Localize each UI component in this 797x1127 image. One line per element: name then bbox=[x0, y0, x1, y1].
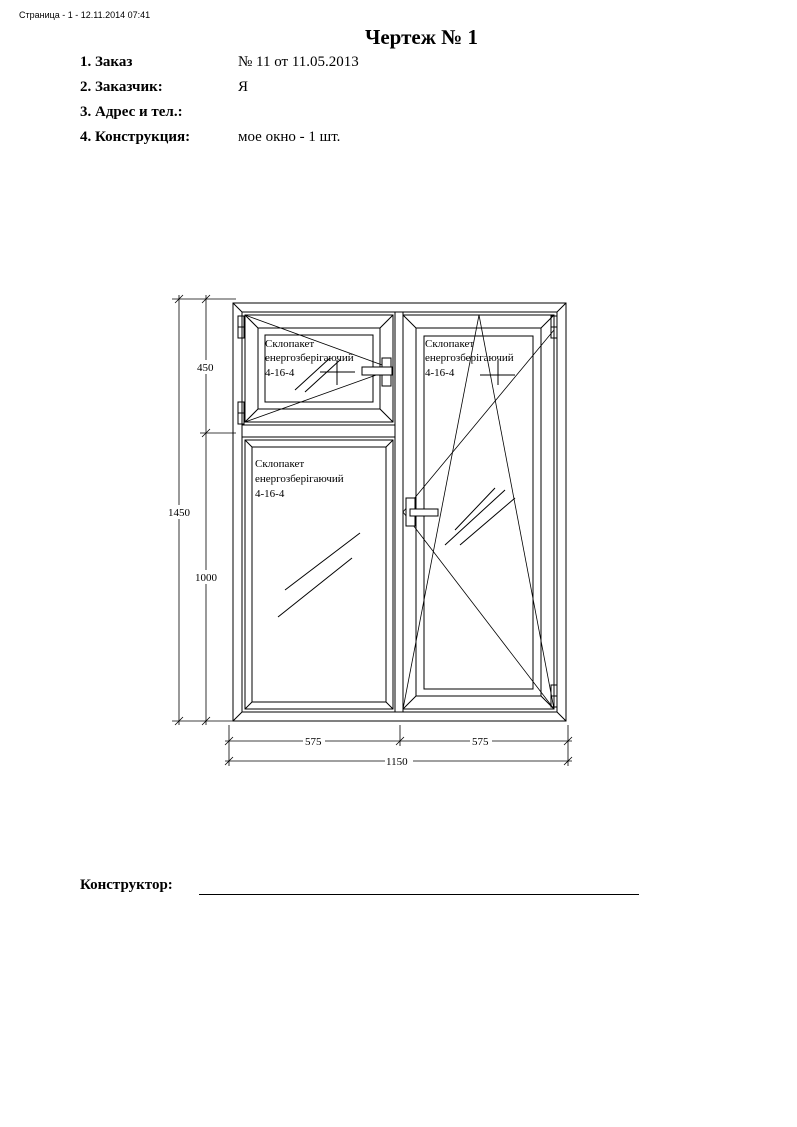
hinge-icon bbox=[237, 315, 558, 708]
svg-text:Склопакет: Склопакет bbox=[425, 338, 474, 350]
svg-text:1150: 1150 bbox=[386, 756, 408, 768]
svg-text:4-16-4: 4-16-4 bbox=[255, 488, 285, 500]
vertical-dimension-labels: 1450 450 1000 bbox=[167, 360, 219, 584]
svg-text:1450: 1450 bbox=[168, 507, 191, 519]
signature-line bbox=[199, 894, 639, 895]
svg-text:1000: 1000 bbox=[195, 572, 218, 584]
outer-frame bbox=[232, 302, 567, 722]
svg-text:575: 575 bbox=[305, 736, 322, 748]
svg-text:450: 450 bbox=[197, 362, 214, 374]
svg-text:575: 575 bbox=[472, 736, 489, 748]
right-sash bbox=[402, 314, 555, 710]
constructor-label: Конструктор: bbox=[80, 877, 173, 893]
info-label: 3. Адрес и тел.: bbox=[80, 104, 183, 120]
horizontal-dimension-labels: 575 575 1150 bbox=[303, 734, 492, 768]
info-label: 1. Заказ bbox=[80, 54, 133, 70]
top-left-sash bbox=[244, 314, 394, 423]
info-value: Я bbox=[238, 79, 249, 95]
info-value: мое окно - 1 шт. bbox=[238, 129, 341, 145]
info-label: 2. Заказчик: bbox=[80, 79, 163, 95]
svg-text:Склопакет: Склопакет bbox=[255, 458, 304, 470]
info-value: № 11 от 11.05.2013 bbox=[238, 54, 359, 70]
glass-label-bottom-left: Склопакет енергозберігаючий 4-16-4 bbox=[255, 458, 344, 500]
page-header: Страница - 1 - 12.11.2014 07:41 bbox=[19, 10, 151, 20]
glass-label-right: Склопакет енергозберігаючий 4-16-4 bbox=[425, 338, 514, 379]
svg-text:4-16-4: 4-16-4 bbox=[265, 367, 295, 379]
info-label: 4. Конструкция: bbox=[80, 129, 191, 145]
bottom-left-glass bbox=[244, 439, 394, 710]
svg-text:Склопакет: Склопакет bbox=[265, 338, 314, 350]
handle-icon bbox=[361, 357, 439, 527]
svg-text:енергозберігаючий: енергозберігаючий bbox=[255, 473, 344, 485]
svg-text:енергозберігаючий: енергозберігаючий bbox=[265, 352, 354, 364]
svg-text:енергозберігаючий: енергозберігаючий bbox=[425, 352, 514, 364]
svg-text:4-16-4: 4-16-4 bbox=[425, 367, 455, 379]
glass-label-top-left: Склопакет енергозберігаючий 4-16-4 bbox=[265, 338, 354, 379]
page-title: Чертеж № 1 bbox=[364, 25, 479, 49]
